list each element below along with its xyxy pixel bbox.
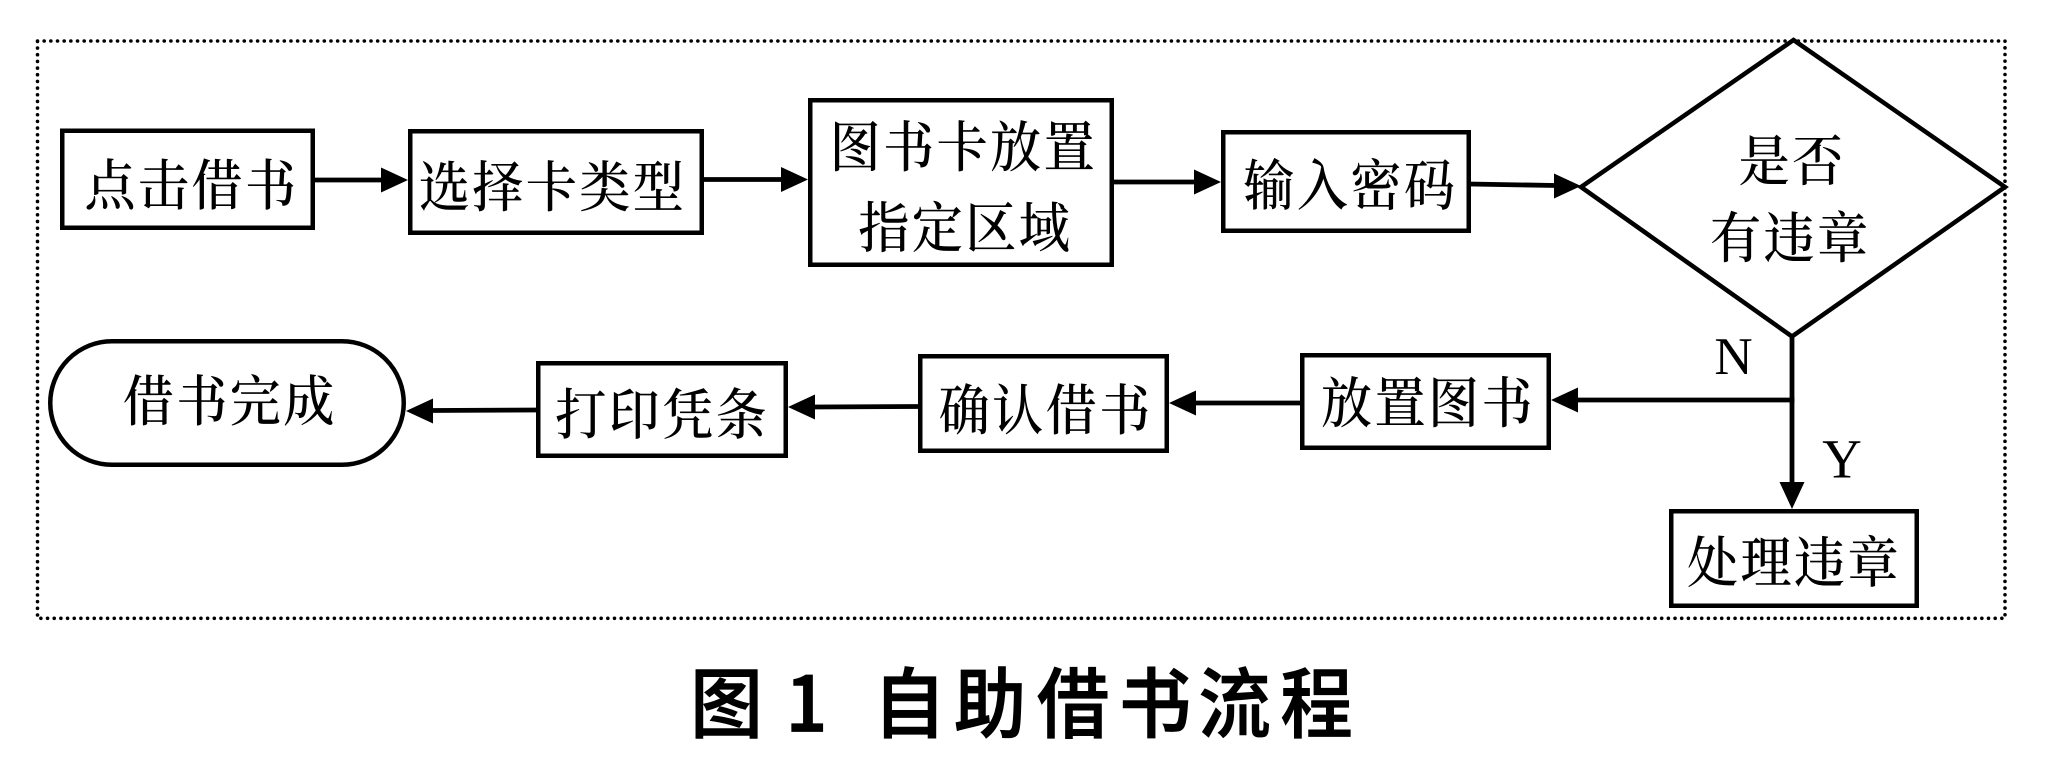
svg-text:Y: Y: [1822, 429, 1862, 490]
svg-text:N: N: [1714, 328, 1752, 386]
